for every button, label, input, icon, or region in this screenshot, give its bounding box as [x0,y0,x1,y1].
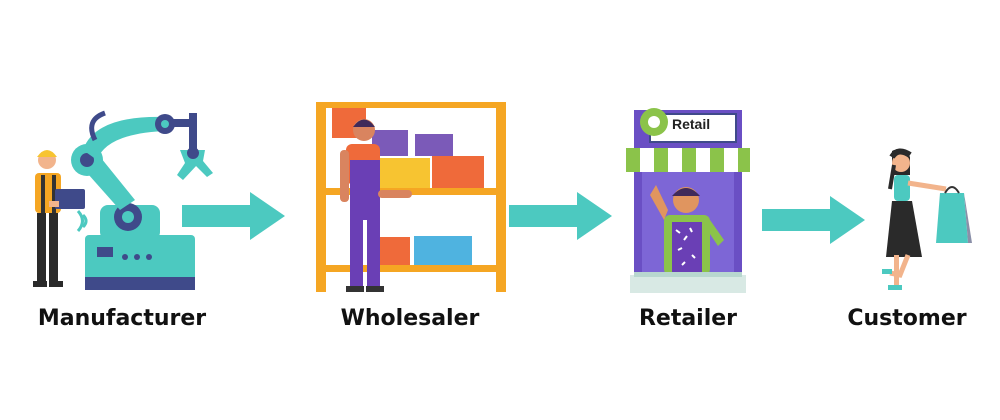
flow-arrow-2 [509,190,614,242]
shopping-customer-icon [882,148,972,290]
stage-label-retailer: Retailer [638,306,738,331]
retail-sign-text: Retail [672,116,711,132]
retail-shop-icon [622,108,752,293]
stage-label-wholesaler: Wholesaler [340,306,480,331]
robot-arm-factory-icon [33,110,213,290]
right-arrow-icon [509,192,612,240]
flow-arrow-1 [182,190,287,242]
stage-label-customer: Customer [847,306,967,331]
stage-retailer: Retail [620,100,755,295]
flow-arrow-3 [762,194,867,246]
right-arrow-icon [762,196,865,244]
stage-customer [868,145,973,295]
stage-wholesaler [310,100,515,295]
stage-manufacturer [25,105,225,295]
right-arrow-icon [182,192,285,240]
warehouse-shelf-icon [316,102,506,292]
stage-label-manufacturer: Manufacturer [37,306,207,331]
